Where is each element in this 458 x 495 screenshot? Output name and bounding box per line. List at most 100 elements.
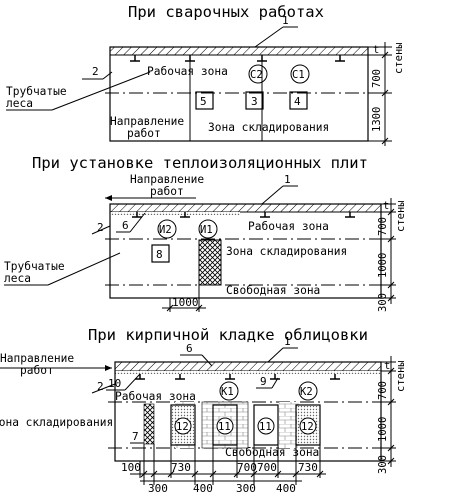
dim-label: стены <box>393 42 405 74</box>
dim-label: 1000 <box>172 296 199 309</box>
dim-label: 700 <box>237 461 257 474</box>
callout-6: 6 <box>122 219 129 232</box>
leader-line <box>254 26 284 48</box>
mortar-box <box>143 403 155 445</box>
circle-marker-label: И1 <box>200 224 213 236</box>
pallet-label: 11 <box>218 421 231 433</box>
insulation-layer <box>110 212 240 215</box>
direction-label-line2: работ <box>127 127 161 140</box>
dim-label: 300 <box>148 482 168 495</box>
scaffold-label-line1: Трубчатые <box>4 260 65 273</box>
facing-layer <box>115 371 381 374</box>
leader-line <box>271 377 279 389</box>
wall-band <box>109 46 369 56</box>
callout-9: 9 <box>260 375 267 388</box>
pallet <box>212 404 238 446</box>
arrow-head <box>105 365 112 371</box>
zone-storage-label: Зона складирования <box>226 245 347 258</box>
right-dimension <box>381 198 396 304</box>
zone-storage-label: Зона складирования <box>208 121 329 134</box>
zone-work-label: Рабочая зона <box>248 220 329 233</box>
scaffold-outline <box>114 361 382 462</box>
right-dimension <box>368 42 392 146</box>
zone-work-label: Рабочая зона <box>115 390 196 403</box>
bottom-dimension <box>130 444 326 485</box>
insulation-stack <box>198 239 222 286</box>
pallet <box>253 404 279 446</box>
dim-label: 100 <box>121 461 141 474</box>
storage-box-label: 5 <box>200 95 207 108</box>
zone-free-label: Свободная зона <box>226 284 320 297</box>
scaffold-label-line2: леса <box>4 272 31 285</box>
circle-marker <box>290 64 310 84</box>
zone-work-label: Рабочая зона <box>147 65 228 78</box>
wall-anchors <box>130 55 345 62</box>
callout-7: 7 <box>132 430 139 443</box>
dim-label: 400 <box>193 482 213 495</box>
dim-label: 700 <box>377 217 389 236</box>
storage-box-label: 4 <box>294 95 301 108</box>
leader-line <box>102 71 113 80</box>
storage-box <box>151 244 170 263</box>
circle-marker-label: И2 <box>159 224 172 236</box>
direction-label-line2: работ <box>150 185 184 198</box>
dim-label: 730 <box>171 461 191 474</box>
callout-6: 6 <box>186 342 193 355</box>
section-insulation: При установке теплоизоляционных плит Нап… <box>4 154 407 312</box>
circle-marker <box>219 381 239 401</box>
brick-pile <box>279 402 299 448</box>
direction-label-line1: Направление <box>130 173 204 186</box>
zone-free-label: Свободная зона <box>225 446 319 459</box>
section-title: При сварочных работах <box>128 3 324 21</box>
arrow-head <box>105 195 112 201</box>
dim-label: стены <box>395 200 407 232</box>
direction-label-line1: Направление <box>110 115 184 128</box>
circle-marker-label: С1 <box>292 69 305 81</box>
circle-marker-label: С2 <box>250 69 263 81</box>
callout-2: 2 <box>97 380 104 393</box>
dim-label: t <box>383 200 389 212</box>
storage-box <box>245 91 264 110</box>
wall-anchors <box>135 374 340 380</box>
dim-label: 700 <box>371 69 383 88</box>
pallet <box>170 404 196 446</box>
bottom-dimension <box>162 285 206 312</box>
circle-marker <box>198 219 218 239</box>
dim-label: 300 <box>377 293 389 312</box>
dim-label: 300 <box>377 455 389 474</box>
direction-label-line1: Направление <box>0 352 74 365</box>
leader-line <box>129 212 146 233</box>
pallet-label: 11 <box>259 421 272 433</box>
callout-10: 10 <box>108 377 121 390</box>
circle-marker-label: К1 <box>221 386 234 398</box>
dim-label: 400 <box>276 482 296 495</box>
storage-box <box>289 91 308 110</box>
leader-line <box>267 347 284 363</box>
scaffold-label-line2: леса <box>6 97 33 110</box>
storage-box-label: 8 <box>156 248 163 261</box>
storage-box <box>195 91 214 110</box>
right-dimension <box>381 356 396 467</box>
circle-marker <box>298 381 318 401</box>
dim-label: 730 <box>298 461 318 474</box>
dim-label: 1000 <box>377 253 389 278</box>
leader-line <box>91 383 116 394</box>
pallet <box>295 404 321 446</box>
wall-anchors <box>132 212 355 218</box>
dim-label: 1300 <box>371 107 383 132</box>
circle-marker <box>248 64 268 84</box>
dim-label: 700 <box>377 381 389 400</box>
leader-line <box>47 252 121 286</box>
zone-storage-label: Зона складирования <box>0 416 113 429</box>
wall-band <box>109 203 382 213</box>
leader-line <box>51 71 151 111</box>
direction-label-line2: работ <box>20 364 54 377</box>
callout-1: 1 <box>284 173 291 186</box>
callout-2: 2 <box>92 65 99 78</box>
section-title: При установке теплоизоляционных плит <box>32 154 368 172</box>
leader-line <box>201 354 213 367</box>
scaffold-outline <box>109 203 382 299</box>
section-brickwork: При кирпичной кладке облицовки Направлен… <box>0 326 407 495</box>
leader-line <box>91 225 111 235</box>
